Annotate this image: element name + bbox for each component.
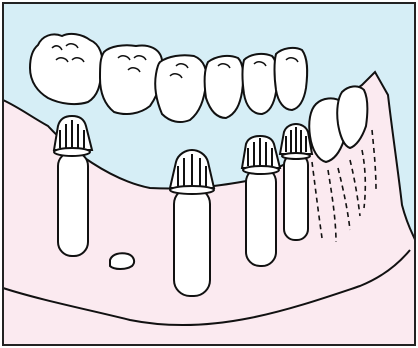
implant-3 — [242, 136, 280, 266]
crown-premolar-2 — [205, 56, 244, 118]
crown-canine — [243, 54, 278, 114]
bone-fragment — [110, 253, 134, 269]
implant-1 — [54, 116, 92, 256]
implant-4 — [280, 124, 312, 240]
implant-2 — [170, 150, 214, 296]
crown-molar-back — [30, 34, 103, 104]
